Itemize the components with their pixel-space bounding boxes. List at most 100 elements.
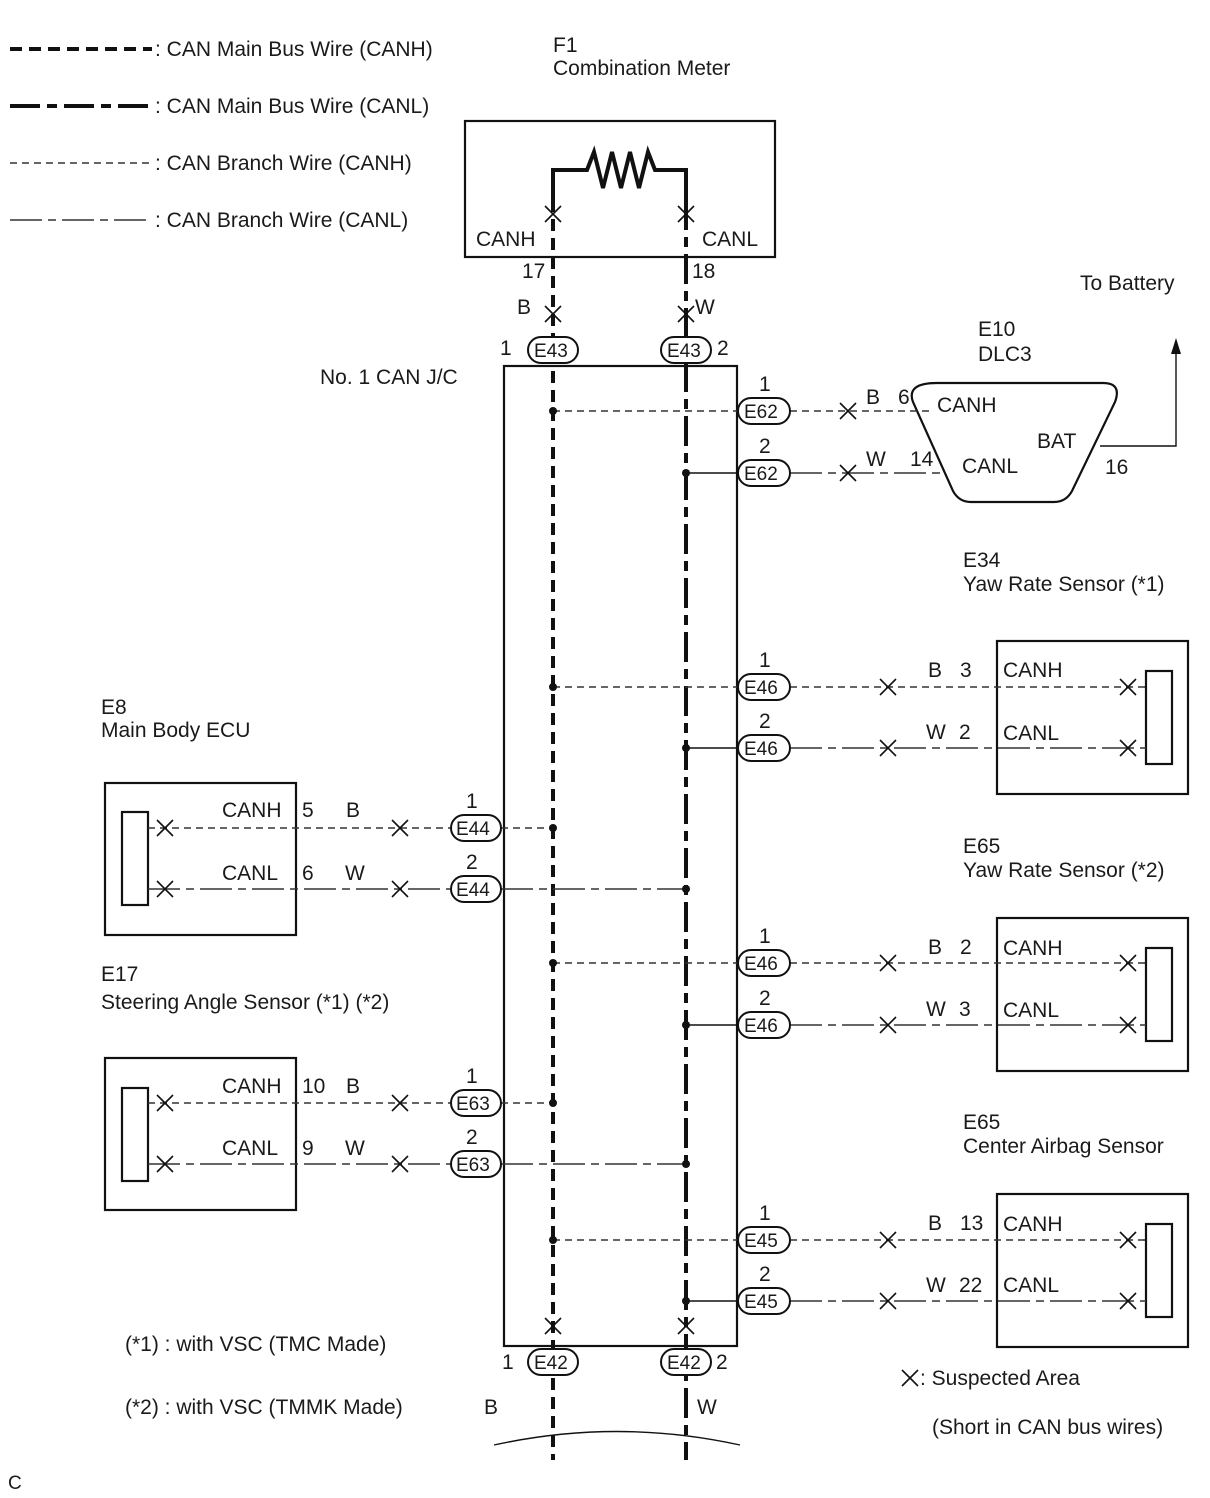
dlc3-name: DLC3: [978, 343, 1032, 366]
e46-a-pin-2: 2: [759, 710, 771, 733]
e8-canl-wire-color: W: [345, 862, 365, 885]
e34-pin-2: 2: [959, 721, 971, 744]
connector-e46-a2: [737, 734, 791, 762]
dlc3-pin-16: 16: [1105, 456, 1128, 479]
f1-canl-label: CANL: [702, 228, 758, 251]
suspected-mark-icon: [1119, 954, 1137, 972]
connector-e63-1-label: E63: [456, 1094, 490, 1115]
connector-e43-1-label: E43: [534, 341, 568, 362]
connector-e45-1-label: E45: [744, 1231, 778, 1252]
suspected-mark-icon: [156, 1094, 174, 1112]
short-in-can-note: (Short in CAN bus wires): [932, 1416, 1163, 1439]
dlc3-canh-label: CANH: [937, 394, 997, 417]
suspected-legend-icon: [901, 1369, 919, 1387]
connector-e45-2-label: E45: [744, 1292, 778, 1313]
connector-e46-a2-label: E46: [744, 739, 778, 760]
main-canh-wire-color-bottom: B: [484, 1396, 498, 1419]
suspected-mark-icon: [544, 1317, 562, 1335]
e46-b-pin-1: 1: [759, 925, 771, 948]
e17-code: E17: [101, 963, 138, 986]
suspected-mark-icon: [839, 402, 857, 420]
legend-main-canl-text: : CAN Main Bus Wire (CANL): [155, 95, 429, 118]
e65a-canl-label: CANL: [1003, 999, 1059, 1022]
e8-canh-label: CANH: [222, 799, 282, 822]
e62-pin-2: 2: [759, 435, 771, 458]
e65a-name: Yaw Rate Sensor (*2): [963, 859, 1165, 882]
e17-element: [120, 1086, 150, 1183]
suspected-area-marks: [156, 205, 1137, 1335]
connector-e63-2: [450, 1150, 502, 1178]
connector-e62-2: [737, 459, 791, 487]
e65a-canh-wire-color: B: [928, 936, 942, 959]
e17-pin-10: 10: [302, 1075, 325, 1098]
e17-canl-wire-color: W: [345, 1137, 365, 1160]
suspected-mark-icon: [156, 1155, 174, 1173]
splice-dot: [549, 683, 557, 691]
suspected-mark-icon: [391, 819, 409, 837]
e34-name: Yaw Rate Sensor (*1): [963, 573, 1165, 596]
terminating-resistor: [551, 145, 688, 200]
battery-wire: [1100, 348, 1177, 447]
jc-box: [502, 364, 739, 1348]
connector-e43-2: [660, 336, 712, 364]
dlc3-code: E10: [978, 318, 1015, 341]
suspected-mark-icon: [879, 1292, 897, 1310]
e17-canl-label: CANL: [222, 1137, 278, 1160]
connector-e44-1: [450, 814, 502, 842]
jc-name: No. 1 CAN J/C: [320, 366, 458, 389]
legend-branch-canl-text: : CAN Branch Wire (CANL): [155, 209, 408, 232]
dlc3-pin-14: 14: [910, 448, 934, 471]
yaw-rate-sensor-e34: E34 Yaw Rate Sensor (*1) CANH CANL E46 E…: [553, 549, 1190, 796]
splice-dot: [549, 1236, 557, 1244]
splice-dot: [682, 744, 690, 752]
connector-e46-a1: [737, 673, 791, 701]
connector-e42-1-label: E42: [534, 1353, 568, 1374]
e65a-canl-wire-color: W: [926, 998, 946, 1021]
e65b-element: [1144, 1222, 1174, 1319]
suspected-mark-icon: [677, 1317, 695, 1335]
e8-pin-5: 5: [302, 799, 314, 822]
center-airbag-sensor: E65 Center Airbag Sensor CANH CANL E45 E…: [553, 1111, 1190, 1349]
combination-meter: F1 Combination Meter CANH CANL 17 18: [463, 34, 777, 283]
e46-a-pin-1: 1: [759, 649, 771, 672]
e17-canh-wire-color: B: [346, 1075, 360, 1098]
battery-arrow-icon: [1171, 338, 1181, 354]
splice-dot: [682, 885, 690, 893]
dlc3: E10 DLC3 To Battery CANH CANL BAT 16 E62…: [553, 272, 1181, 504]
connector-e46-b2-label: E46: [744, 1016, 778, 1037]
notes: (*1) : with VSC (TMC Made) (*2) : with V…: [8, 1333, 1163, 1494]
connector-e44-2: [450, 875, 502, 903]
suspected-mark-icon: [879, 1016, 897, 1034]
splice-dot: [682, 1160, 690, 1168]
connector-e43-2-label: E43: [667, 341, 701, 362]
connector-e44-2-label: E44: [456, 880, 490, 901]
e17-name: Steering Angle Sensor (*1) (*2): [101, 991, 389, 1014]
e34-element: [1144, 669, 1174, 766]
connector-e42-2-label: E42: [667, 1353, 701, 1374]
suspected-mark-icon: [879, 678, 897, 696]
note-vsc-tmc: (*1) : with VSC (TMC Made): [125, 1333, 386, 1356]
suspected-mark-icon: [544, 305, 562, 323]
suspected-mark-icon: [1119, 1231, 1137, 1249]
e45-pin-1: 1: [759, 1202, 771, 1225]
suspected-mark-icon: [839, 464, 857, 482]
e8-code: E8: [101, 696, 127, 719]
f1-box: [463, 119, 777, 259]
e8-name: Main Body ECU: [101, 719, 250, 742]
e65b-name: Center Airbag Sensor: [963, 1135, 1164, 1158]
connector-e62-1: [737, 397, 791, 425]
e65b-canl-wire-color: W: [926, 1274, 946, 1297]
yaw-rate-sensor-e65: E65 Yaw Rate Sensor (*2) CANH CANL E46 E…: [553, 835, 1190, 1073]
suspected-mark-icon: [391, 1155, 409, 1173]
e17-pin-9: 9: [302, 1137, 314, 1160]
legend: : CAN Main Bus Wire (CANH) : CAN Main Bu…: [10, 38, 433, 232]
corner-mark: C: [8, 1473, 22, 1494]
splice-dot: [682, 469, 690, 477]
e65b-canh-label: CANH: [1003, 1213, 1063, 1236]
dlc3-canl-label: CANL: [962, 455, 1018, 478]
jc-bottom-pin-2: 2: [716, 1351, 728, 1374]
e34-pin-3: 3: [960, 659, 972, 682]
f1-name: Combination Meter: [553, 57, 730, 80]
e44-pin-1: 1: [466, 790, 478, 813]
